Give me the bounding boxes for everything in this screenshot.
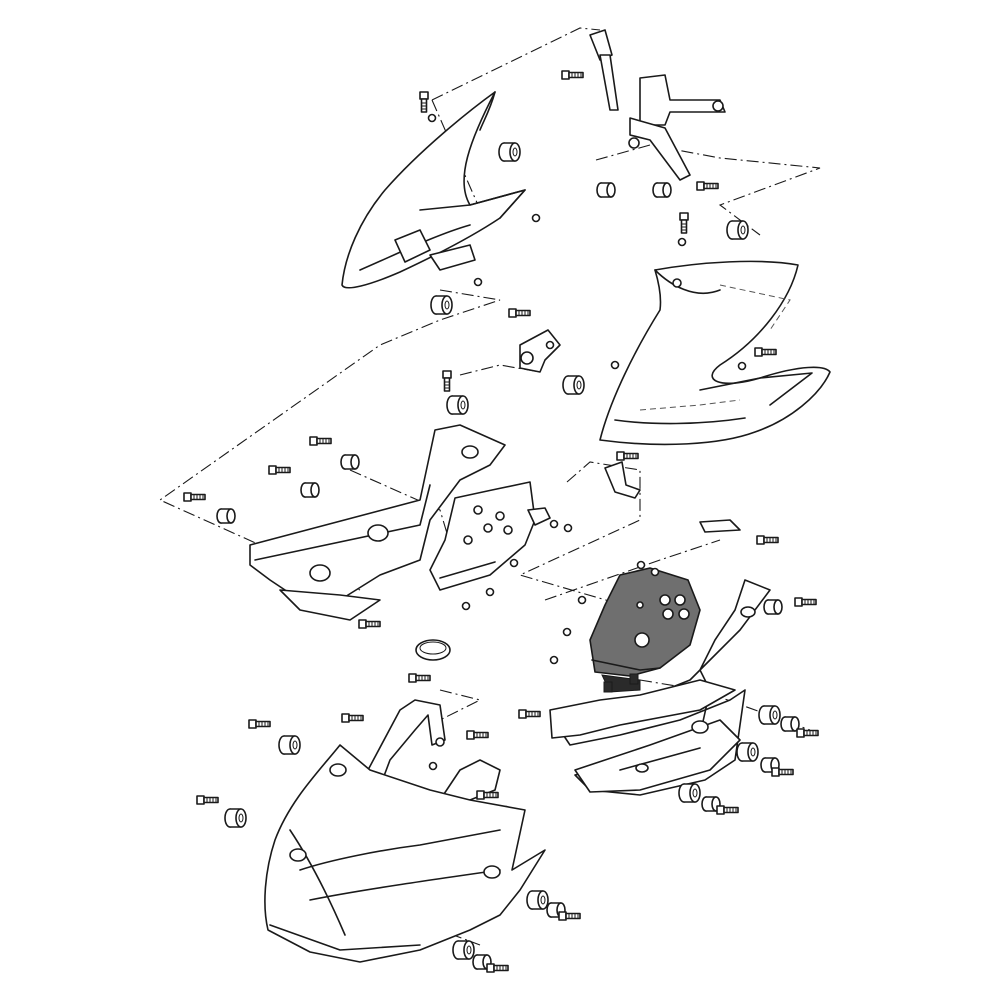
bolt: [558, 911, 581, 921]
collar: [300, 482, 320, 498]
grommet: [446, 395, 469, 415]
clip: [737, 361, 747, 371]
bolt: [248, 719, 271, 729]
washer: [650, 567, 660, 577]
clip: [577, 595, 587, 605]
collar: [652, 182, 672, 198]
grommet: [430, 295, 453, 315]
washer: [563, 523, 573, 533]
inner-panel-plate: [429, 481, 551, 591]
inner-side-frame: [249, 424, 506, 621]
bolt: [268, 465, 291, 475]
bolt: [466, 730, 489, 740]
washer: [473, 277, 483, 287]
bolt: [754, 347, 777, 357]
clip: [531, 213, 541, 223]
collar: [340, 454, 360, 470]
under-cowl: [264, 744, 546, 963]
headlight-mount-bracket: [589, 29, 726, 181]
washer: [562, 627, 572, 637]
bolt: [309, 436, 332, 446]
washer: [485, 587, 495, 597]
bolt: [716, 805, 739, 815]
bracket-bolt: [561, 70, 584, 80]
upper-cowl-left: [341, 91, 526, 289]
grommet: [562, 375, 585, 395]
collar: [596, 182, 616, 198]
bracket-bolt: [696, 181, 719, 191]
bolt: [476, 790, 499, 800]
bolt: [358, 619, 381, 629]
clip-stay: [604, 461, 741, 533]
collar: [763, 599, 783, 615]
cowl-bolt: [419, 91, 429, 113]
grommet: [498, 142, 521, 162]
side-cover-plate: [589, 567, 701, 693]
washer: [636, 560, 646, 570]
bolt: [794, 597, 817, 607]
grommet: [736, 742, 759, 762]
grommet: [278, 735, 301, 755]
bolt: [442, 370, 452, 392]
washer: [549, 519, 559, 529]
bolt: [508, 308, 531, 318]
front-panel-bracket: [519, 329, 561, 373]
upper-cowl-right: [599, 260, 831, 446]
washer: [428, 761, 438, 771]
bolt: [486, 963, 509, 973]
washer: [610, 360, 620, 370]
bolt: [341, 713, 364, 723]
bolt: [408, 673, 431, 683]
grommet: [758, 705, 781, 725]
bolt: [518, 709, 541, 719]
grommet: [452, 940, 475, 960]
lower-side-cover: [549, 579, 771, 796]
grommet: [678, 783, 701, 803]
washer: [427, 113, 437, 123]
bolt: [616, 451, 639, 461]
grommet: [726, 220, 749, 240]
bolt: [183, 492, 206, 502]
washer: [677, 237, 687, 247]
grommet: [224, 808, 247, 828]
clamp-ring: [415, 639, 451, 661]
clip: [509, 558, 519, 568]
bolt: [796, 728, 819, 738]
bolt: [756, 535, 779, 545]
collar: [216, 508, 236, 524]
bolt: [196, 795, 219, 805]
washer: [549, 655, 559, 665]
bolt: [679, 212, 689, 234]
washer: [461, 601, 471, 611]
grommet: [526, 890, 549, 910]
bolt: [771, 767, 794, 777]
